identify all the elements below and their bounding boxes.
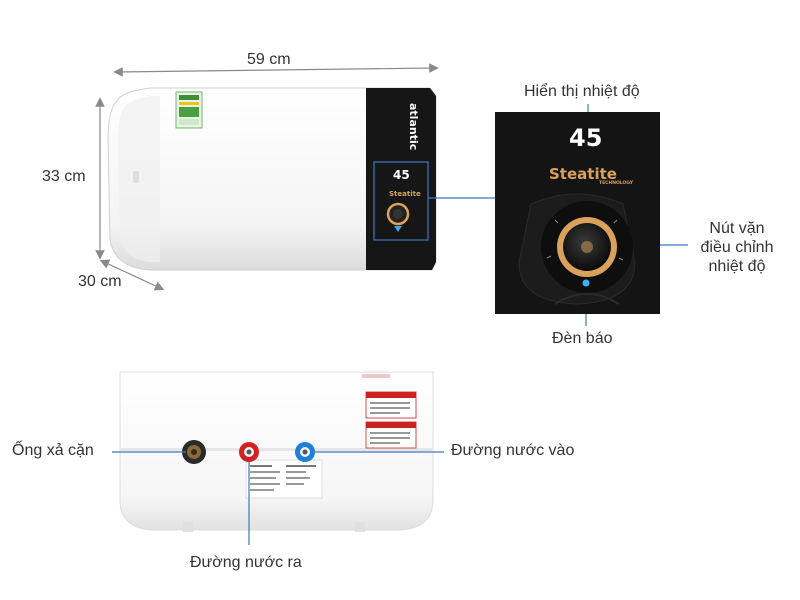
water-in-label: Đường nước vào [451,442,575,459]
drain-label: Ống xả cặn [12,442,94,459]
control-panel-closeup: 45 Steatite TECHNOLOGY [495,112,660,314]
control-panel [366,88,436,270]
depth-arrow [99,259,165,291]
width-arrow [113,63,439,77]
knob-label-line-3: nhiệt độ [708,258,766,275]
temp-display-label: Hiển thị nhiệt độ [524,83,640,100]
knob-label-line-1: Nút vặn [709,220,765,237]
closeup-brand-subtext: TECHNOLOGY [599,180,634,186]
spec-label [245,459,323,499]
closeup-brand-text: Steatite [549,165,617,183]
knob-label-line-2: điều chỉnh [700,239,774,256]
closeup-illustration: 45 Steatite TECHNOLOGY [495,112,660,314]
water-out-label: Đường nước ra [190,554,302,571]
heater-front-view: atlantic 45 Steatite [107,87,437,271]
knob-label: Nút vặn điều chỉnh nhiệt độ [682,219,792,276]
display-highlight-box [373,161,429,241]
height-label: 33 cm [42,168,86,185]
indicator-label: Đèn báo [552,330,613,347]
small-temp-display: 45 [393,168,410,182]
indicator-light [582,279,590,287]
heater-bottom-view [119,371,434,532]
brand-logo: atlantic [407,103,420,150]
closeup-temp-display: 45 [569,124,602,152]
warning-labels [365,391,417,449]
small-brand-text: Steatite [389,190,421,198]
